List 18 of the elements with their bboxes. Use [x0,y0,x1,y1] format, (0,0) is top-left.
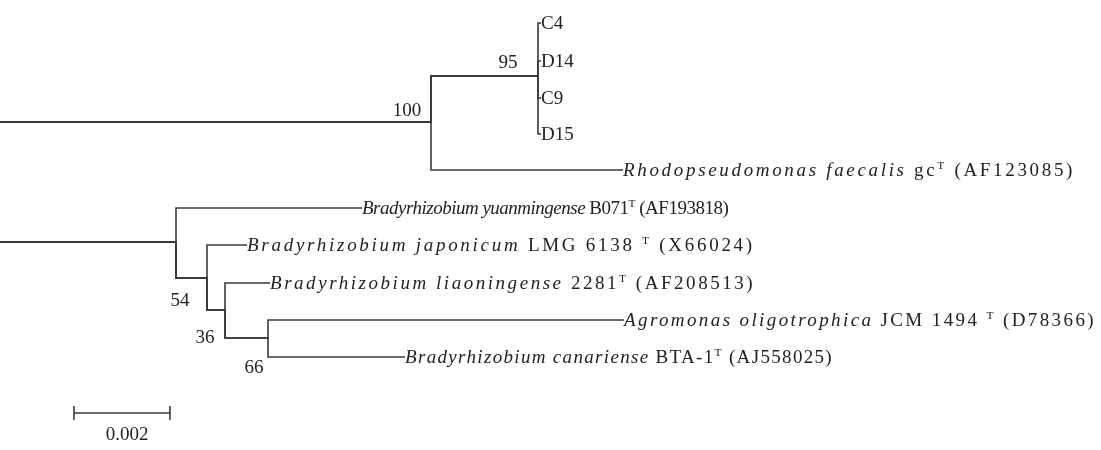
taxon-label: Bradyrhizobium yuanmingense B071$^{T}$ (AF193818) [362,197,729,219]
taxon-label: C4 [541,12,564,34]
taxon-label: Bradyrhizobium japonicum LMG 6138 $^{T}$ (X66024) [247,234,755,256]
taxon-label: D15 [541,123,574,145]
bootstrap-value: 54 [170,289,190,311]
taxon-label: Bradyrhizobium canariense BTA-1$^{T}$ (AJ558025) [405,346,834,368]
taxon-label: C9 [541,87,564,109]
bootstrap-value: 100 [392,99,422,121]
branch-line [0,241,406,358]
bootstrap-value: 95 [498,51,518,73]
taxon-label: Bradyrhizobium liaoningense 2281$^{T}$ (AF208513) [270,272,756,294]
taxon-label: D14 [541,50,574,72]
bootstrap-value: 66 [244,356,264,378]
taxon-label: Rhodopseudomonas faecalis gc$^{T}$ (AF123085) [623,159,1076,181]
scale-value: 0.002 [105,423,149,445]
bootstrap-value: 36 [195,326,215,348]
taxon-label: Agromonas oligotrophica JCM 1494 $^{T}$ (D78366) [624,309,1096,331]
branch-line [0,121,624,171]
